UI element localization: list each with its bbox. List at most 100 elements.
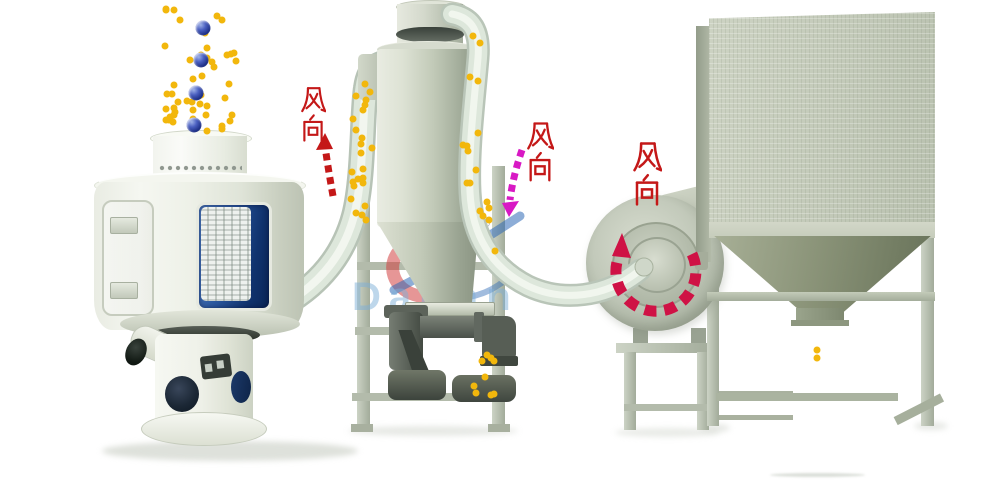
particle-dot bbox=[347, 195, 355, 203]
particle-dot bbox=[170, 81, 178, 89]
particle-dot bbox=[232, 57, 240, 65]
wind-direction-label-3: 风向 bbox=[632, 141, 662, 206]
particle-dot bbox=[478, 357, 486, 365]
particle-dot bbox=[230, 49, 238, 57]
particle-sphere bbox=[186, 117, 202, 133]
particle-dot bbox=[349, 115, 357, 123]
particle-dot bbox=[366, 88, 374, 96]
wind-direction-glyphs bbox=[301, 87, 326, 142]
particle-dot bbox=[466, 73, 474, 81]
particle-dot bbox=[358, 134, 366, 142]
particle-dot bbox=[218, 16, 226, 24]
hopper-frame-crossbar bbox=[716, 393, 898, 401]
particle-dot bbox=[357, 149, 365, 157]
particle-dot bbox=[487, 391, 495, 399]
particle-dot bbox=[479, 212, 487, 220]
particle-dot bbox=[210, 63, 218, 71]
particle-dot bbox=[350, 182, 358, 190]
particle-dot bbox=[163, 90, 171, 98]
particle-dot bbox=[170, 6, 178, 14]
particle-dot bbox=[813, 354, 821, 362]
particle-dot bbox=[349, 178, 357, 186]
sifter-base-vent-hole bbox=[231, 371, 251, 403]
particle-dot bbox=[483, 198, 491, 206]
particle-dot bbox=[362, 96, 370, 104]
particle-dot bbox=[174, 98, 182, 106]
particle-dot bbox=[196, 100, 204, 108]
particle-dot bbox=[221, 94, 229, 102]
particle-dot bbox=[481, 373, 489, 381]
particle-dot bbox=[476, 39, 484, 47]
pipe-cyclone-to-fan bbox=[440, 2, 654, 307]
hopper-side-face bbox=[696, 26, 711, 262]
wind-direction-label-2: 风向 bbox=[526, 121, 554, 182]
fan-stand bbox=[616, 328, 793, 430]
discharge-pipe-flange bbox=[474, 312, 484, 342]
particle-dot bbox=[225, 80, 233, 88]
particle-dot bbox=[198, 72, 206, 80]
hopper-bin bbox=[709, 12, 935, 224]
particle-dot bbox=[476, 207, 484, 215]
particle-sphere bbox=[188, 85, 204, 101]
hopper-left-foot-shadow bbox=[700, 424, 730, 432]
particle-dot bbox=[352, 209, 360, 217]
particle-dot bbox=[352, 92, 360, 100]
particle-dot bbox=[485, 204, 493, 212]
particle-dot bbox=[357, 140, 365, 148]
particle-dot bbox=[463, 179, 471, 187]
sifter-filter-screen bbox=[201, 207, 251, 301]
particle-dot bbox=[213, 12, 221, 20]
cyclone-floor-shadow bbox=[348, 426, 518, 436]
particle-dot bbox=[176, 16, 184, 24]
particle-dot bbox=[228, 111, 236, 119]
particle-dot bbox=[162, 105, 170, 113]
particle-dot bbox=[169, 118, 177, 126]
particle-dot bbox=[358, 211, 366, 219]
fan-rotation-arrow bbox=[610, 233, 702, 317]
particle-dot bbox=[361, 101, 369, 109]
particle-dot bbox=[171, 108, 179, 116]
pipe-fan-joint bbox=[634, 257, 654, 277]
particle-dot bbox=[472, 389, 480, 397]
particle-dot bbox=[474, 77, 482, 85]
particle-dot bbox=[203, 127, 211, 135]
particle-dot bbox=[813, 346, 821, 354]
particle-dot bbox=[218, 122, 226, 130]
particle-dot bbox=[162, 6, 170, 14]
particle-dot bbox=[362, 216, 370, 224]
particle-dot bbox=[474, 129, 482, 137]
particle-dot bbox=[203, 44, 211, 52]
sifter-door-hinge bbox=[110, 217, 138, 234]
particle-dot bbox=[186, 56, 194, 64]
particle-dot bbox=[348, 168, 356, 176]
particle-dot bbox=[354, 175, 362, 183]
floor-line bbox=[770, 473, 865, 477]
discharge-elbow-cap bbox=[480, 356, 518, 366]
particle-dot bbox=[203, 102, 211, 110]
particle-dot bbox=[472, 166, 480, 174]
particle-dot bbox=[359, 179, 367, 187]
particle-dot bbox=[188, 98, 196, 106]
particle-dot bbox=[170, 104, 178, 112]
valve-motor bbox=[388, 370, 446, 400]
wind-arrow-up bbox=[316, 133, 337, 197]
particle-dot bbox=[202, 111, 210, 119]
particle-dot bbox=[223, 51, 231, 59]
particle-dot bbox=[470, 382, 478, 390]
hopper-bin-bottom-rim bbox=[709, 222, 935, 238]
wind-direction-label-1: 风向 bbox=[300, 86, 326, 142]
particle-dot bbox=[491, 247, 499, 255]
particle-dot bbox=[165, 116, 173, 124]
particle-dot bbox=[490, 357, 498, 365]
particle-dot bbox=[463, 142, 471, 150]
sifter-base-vent-hole bbox=[165, 376, 199, 412]
discharge-pipe bbox=[420, 316, 478, 338]
particle-dot bbox=[368, 144, 376, 152]
particle-dot bbox=[359, 174, 367, 182]
particle-dot bbox=[226, 117, 234, 125]
particle-dot bbox=[352, 126, 360, 134]
